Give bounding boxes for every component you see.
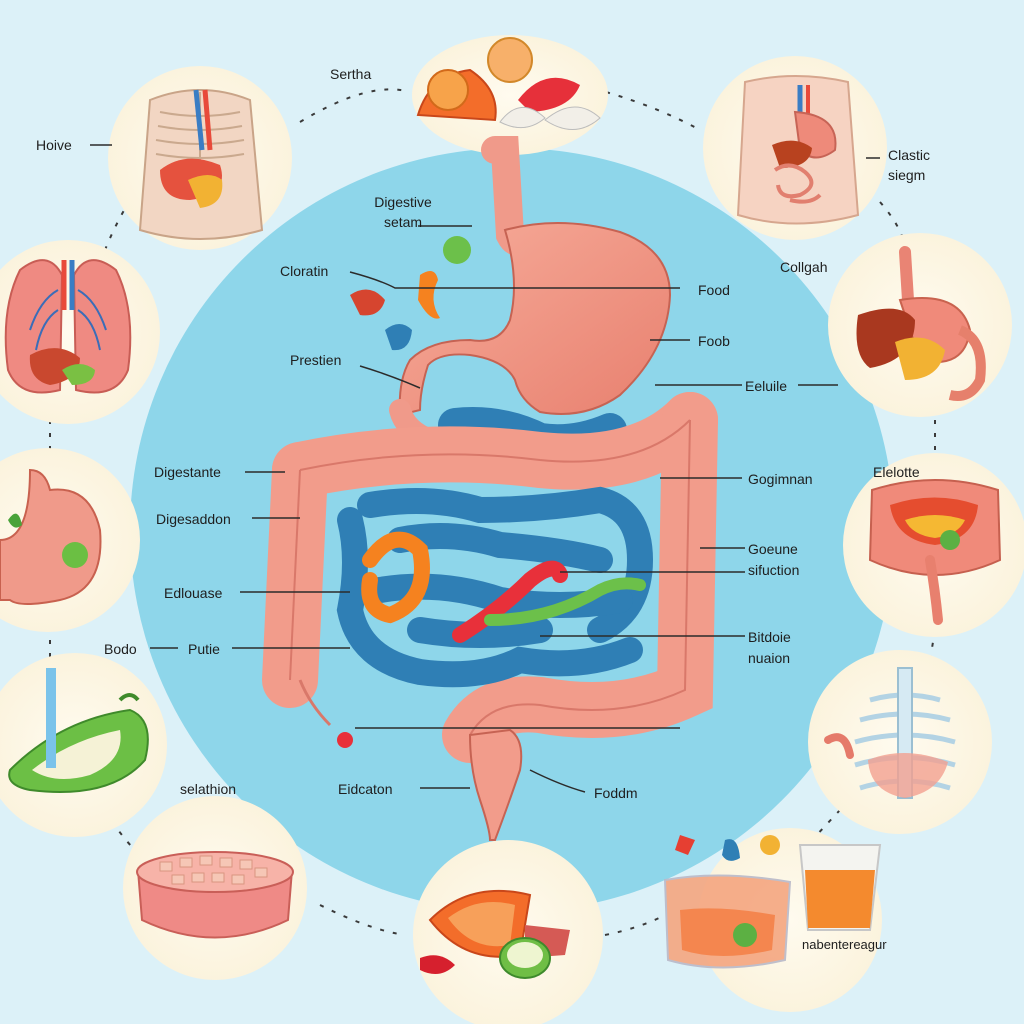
label-bitdoie-line1: Bitdoie <box>748 629 791 645</box>
ribcage-icon <box>808 650 992 834</box>
label-clastic: Clastic siegm <box>888 147 930 183</box>
label-prestien: Prestien <box>290 352 342 368</box>
label-clastic-line2: siegm <box>888 167 926 183</box>
label-edlouase: Edlouase <box>164 585 223 601</box>
label-sertha: Sertha <box>330 66 372 82</box>
label-foddm: Foddm <box>594 785 638 801</box>
jar-glass-icon <box>663 828 882 1012</box>
label-goeune-line2: sifuction <box>748 562 800 578</box>
meat-bowl-icon <box>123 796 307 980</box>
label-collgah: Collgah <box>780 259 828 275</box>
torso-liver-icon <box>108 66 292 250</box>
label-digestante: Digestante <box>154 464 221 480</box>
label-eeluile: Eeluile <box>745 378 788 394</box>
appendix-dot <box>337 732 353 748</box>
intestine-icon <box>843 453 1024 637</box>
label-goeune-line1: Goeune <box>748 541 798 557</box>
label-digestive-line2: setam <box>383 214 423 230</box>
appendix-line <box>298 679 332 727</box>
blue-food-piece <box>385 324 412 351</box>
label-gogimnan: Gogimnan <box>748 471 813 487</box>
center-circle <box>130 148 894 912</box>
liver-stomach-icon <box>828 233 1012 417</box>
orange-tube <box>361 531 430 624</box>
label-bodo: Bodo <box>104 641 137 657</box>
label-food: Food <box>698 282 730 298</box>
label-goeune: Goeune sifuction <box>748 541 799 578</box>
label-digestive: Digestive setam <box>358 194 448 230</box>
label-selathion: selathion <box>180 781 237 797</box>
orange-slice-icon <box>413 840 603 1024</box>
stomach <box>398 221 672 417</box>
lungs-liver-icon <box>0 240 160 424</box>
label-eidcaton: Eidcaton <box>338 781 393 797</box>
green-tube <box>484 577 646 626</box>
label-digesaddon: Digesaddon <box>156 511 231 527</box>
rectum <box>468 728 523 841</box>
orange-food-piece <box>418 271 440 319</box>
torso-digestive-icon <box>703 56 887 240</box>
label-clastic-line1: Clastic <box>888 147 931 163</box>
food-plate-icon <box>412 35 608 155</box>
label-bitdoie-line2: nuaion <box>748 650 791 666</box>
label-elelotte: Elelotte <box>873 464 920 480</box>
water-drop-pepper-icon <box>0 653 167 837</box>
label-nabentereagur: nabentereagur <box>802 937 887 952</box>
green-food-piece <box>443 236 471 264</box>
red-food-piece <box>350 289 385 316</box>
label-bitdoie: Bitdoie nuaion <box>748 629 791 666</box>
label-hoive: Hoive <box>36 137 72 153</box>
label-foob: Foob <box>698 333 730 349</box>
leader-lines <box>90 144 880 793</box>
label-putie: Putie <box>188 641 220 657</box>
red-tube <box>452 560 568 643</box>
label-digestive-line1: Digestive <box>374 194 432 210</box>
stomach-icon <box>0 448 140 632</box>
label-cloratin: Cloratin <box>280 263 329 279</box>
